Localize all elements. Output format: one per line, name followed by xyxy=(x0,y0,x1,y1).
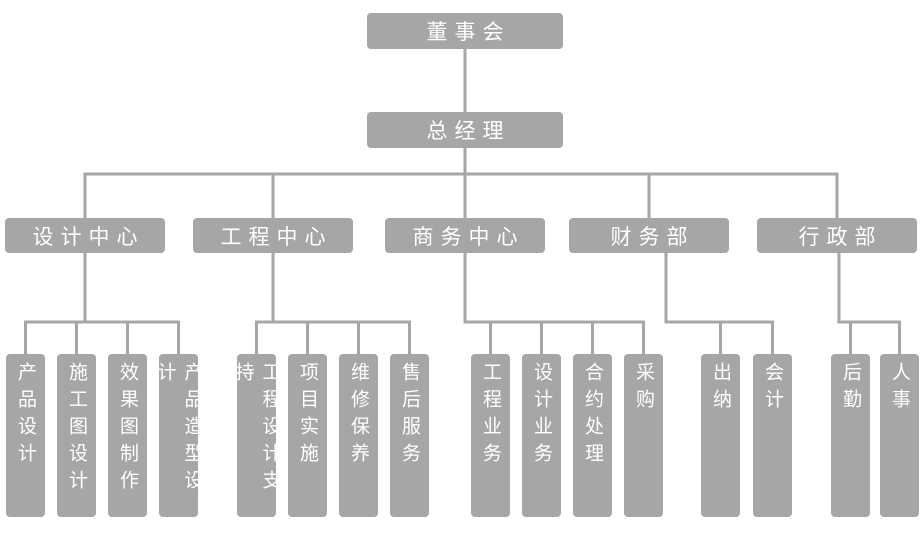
node-logistics: 后勤 xyxy=(831,354,870,517)
node-admin-department: 行政部 xyxy=(757,218,917,253)
node-construction-drawing-design: 施工图设计 xyxy=(57,354,96,517)
node-product-design: 产品设计 xyxy=(6,354,45,517)
node-rendering-production: 效果图制作 xyxy=(108,354,147,517)
node-accounting: 会计 xyxy=(753,354,792,517)
node-engineering-center: 工程中心 xyxy=(193,218,353,253)
node-after-sales-service: 售后服务 xyxy=(390,354,429,517)
node-human-resources: 人事 xyxy=(880,354,919,517)
node-contract-processing: 合约处理 xyxy=(573,354,612,517)
node-engineering-design-support: 工程设计支持 xyxy=(233,354,281,517)
node-procurement: 采购 xyxy=(624,354,663,517)
node-maintenance: 维修保养 xyxy=(339,354,378,517)
node-cashier: 出纳 xyxy=(701,354,740,517)
node-business-center: 商务中心 xyxy=(385,218,545,253)
node-engineering-business: 工程业务 xyxy=(471,354,510,517)
node-design-business: 设计业务 xyxy=(522,354,561,517)
node-product-styling-design: 产品造型设计 xyxy=(155,354,203,517)
node-finance-department: 财务部 xyxy=(569,218,729,253)
node-board-of-directors: 董事会 xyxy=(367,13,563,49)
node-general-manager: 总经理 xyxy=(367,112,563,148)
node-project-implementation: 项目实施 xyxy=(288,354,327,517)
node-design-center: 设计中心 xyxy=(5,218,165,253)
